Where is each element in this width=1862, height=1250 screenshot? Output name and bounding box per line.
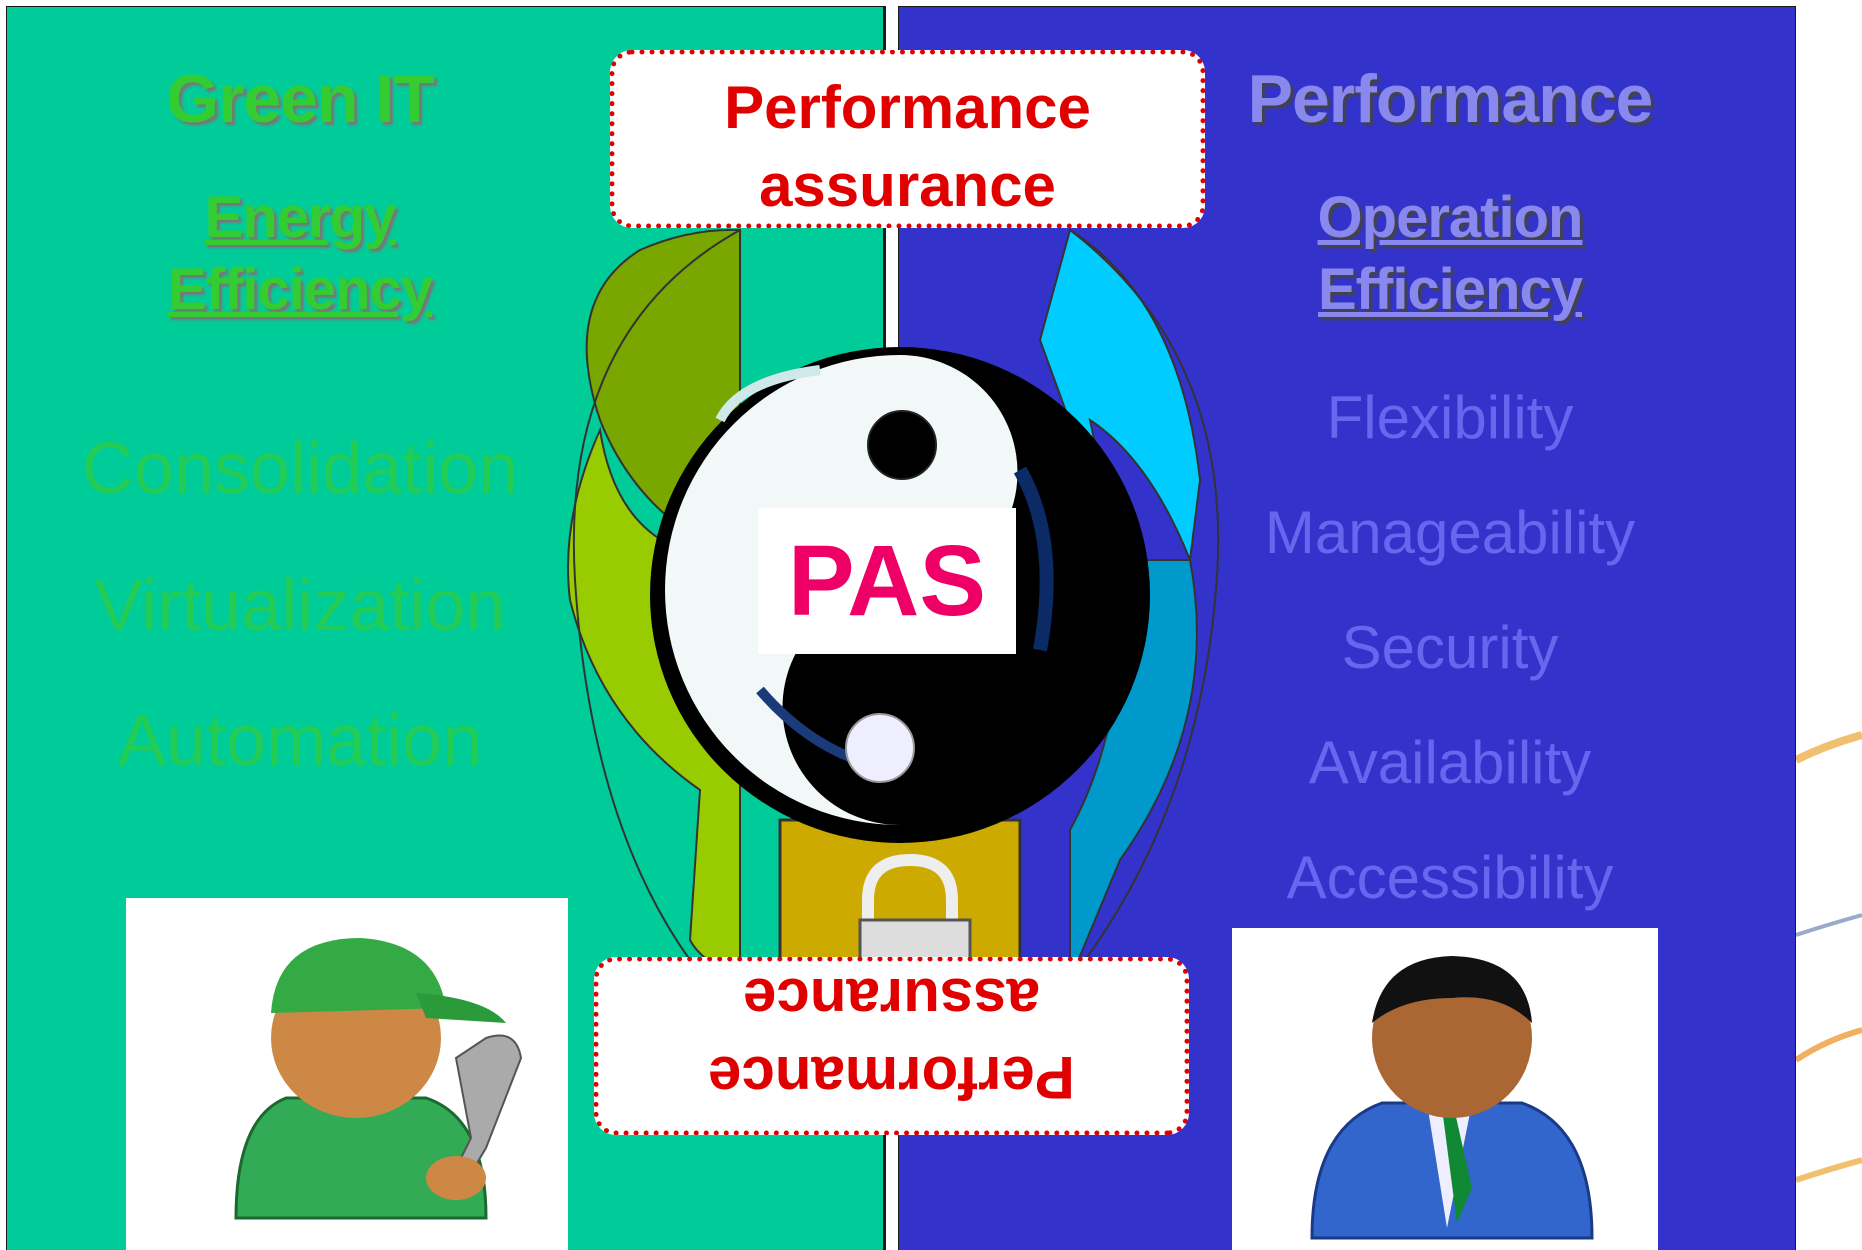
right-item-availability: Availability (1308, 729, 1592, 796)
businessman-icon (1232, 928, 1658, 1250)
right-item-flexibility: Flexibility (1326, 384, 1574, 451)
energy-subtitle-line2: Efficiency (168, 257, 433, 322)
right-item-security: Security (1341, 614, 1559, 681)
left-item-virtualization: Virtualization (94, 566, 506, 646)
energy-subtitle-line1: Energy (204, 185, 397, 250)
operation-subtitle-line1: Operation (1317, 185, 1584, 250)
decorative-swirl (1796, 731, 1862, 1183)
left-item-automation: Automation (117, 701, 483, 781)
mechanic-with-wrench-icon (126, 898, 568, 1250)
energy-efficiency-subtitle: Energy Efficiency (100, 182, 500, 326)
green-it-title: Green IT (166, 61, 435, 137)
top-badge-line2: assurance (759, 152, 1056, 219)
pas-label: PAS (758, 508, 1016, 654)
right-item-accessibility: Accessibility (1286, 844, 1614, 911)
bottom-performance-assurance-badge: Performance assurance (594, 957, 1189, 1135)
top-badge-line1: Performance (724, 74, 1091, 141)
left-item-consolidation: Consolidation (81, 429, 519, 509)
right-item-manageability: Manageability (1264, 499, 1636, 566)
top-performance-assurance-badge: Performance assurance (610, 50, 1205, 228)
padlock-icon (778, 818, 1022, 982)
operation-efficiency-subtitle: Operation Efficiency (1250, 182, 1650, 326)
bottom-badge-line2: assurance (743, 966, 1040, 1033)
performance-title: Performance (1247, 61, 1654, 137)
operation-subtitle-line2: Efficiency (1318, 257, 1583, 322)
bottom-badge-line1: Performance (708, 1044, 1075, 1111)
